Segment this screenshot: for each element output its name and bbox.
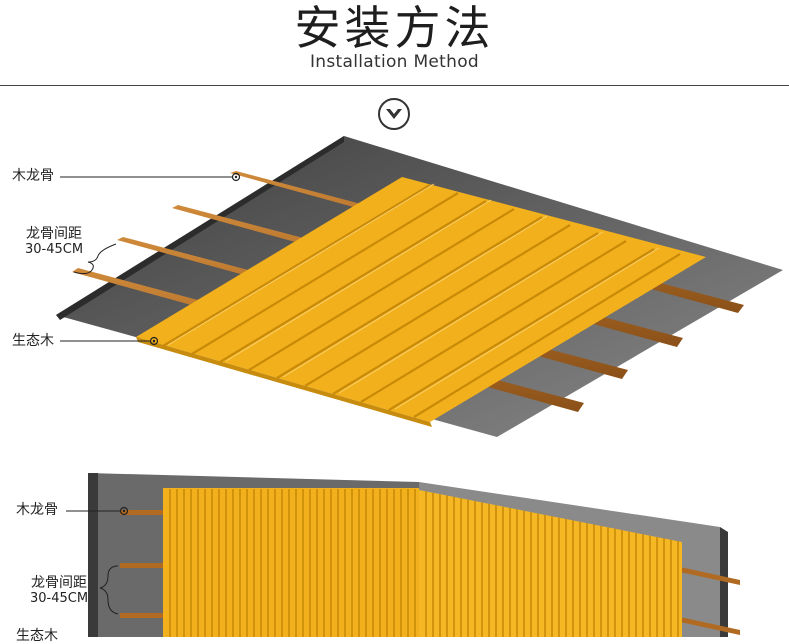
chevron-down-circle-icon <box>378 98 410 130</box>
wall-panel-grooves <box>169 489 679 637</box>
panel-highlights <box>167 183 660 410</box>
page-title: 安装方法 <box>294 1 495 55</box>
label-keel-spacing-value: 30-45CM <box>30 591 89 606</box>
label-keel-spacing-value: 30-45CM <box>25 242 84 257</box>
label-keel-spacing-text: 龙骨间距 <box>26 226 83 242</box>
page-subtitle: Installation Method <box>309 52 480 72</box>
label-keel-spacing-top: 龙骨间距 30-45CM <box>25 226 83 258</box>
label-wood-keel-bottom: 木龙骨 <box>16 502 58 518</box>
panel-grooves <box>162 184 681 418</box>
eco-wood-panel <box>136 177 706 422</box>
label-keel-spacing-bottom: 龙骨间距 30-45CM <box>30 575 88 607</box>
label-eco-wood-top: 生态木 <box>12 333 54 349</box>
label-keel-spacing-text: 龙骨间距 <box>31 575 88 591</box>
label-wood-keel-top: 木龙骨 <box>12 168 54 184</box>
header-divider <box>0 85 789 86</box>
label-eco-wood-bottom: 生态木 <box>16 628 58 644</box>
